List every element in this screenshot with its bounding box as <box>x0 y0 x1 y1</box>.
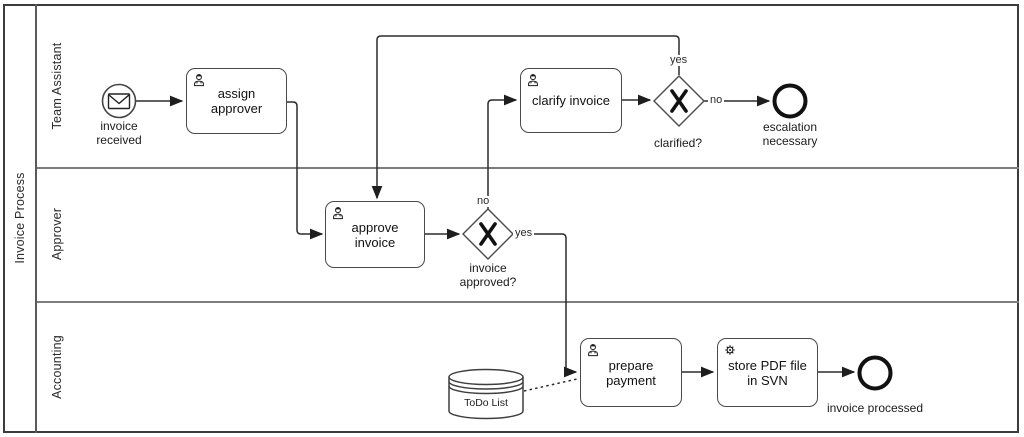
end-escalation-label: escalation necessary <box>762 120 818 148</box>
user-icon <box>588 344 598 357</box>
user-icon <box>333 207 343 220</box>
data-store-todo-list[interactable] <box>448 368 524 420</box>
flow-assign-to-approve <box>287 101 324 240</box>
task-assign-approver[interactable]: assign approver <box>186 68 287 134</box>
lane-divider-1 <box>37 167 1019 169</box>
edge-label-no-approved: no <box>475 195 492 207</box>
gateway-approved-label: invoice approved? <box>459 261 517 289</box>
start-event-label: invoice received <box>96 119 142 147</box>
task-label: store PDF file in SVN <box>728 357 807 388</box>
user-icon <box>194 74 204 87</box>
envelope-message-icon <box>107 93 131 110</box>
task-approve-invoice[interactable]: approve invoice <box>325 201 425 268</box>
flow-clarified-yes-to-approve <box>371 35 680 200</box>
task-store-pdf-svn[interactable]: store PDF file in SVN <box>717 338 818 407</box>
gateway-clarified[interactable] <box>653 75 705 127</box>
user-icon <box>528 74 538 87</box>
task-label: approve invoice <box>351 219 399 250</box>
task-clarify-invoice[interactable]: clarify invoice <box>520 68 622 133</box>
end-processed-label: invoice processed <box>826 401 924 415</box>
gear-icon <box>725 345 735 355</box>
end-event-processed[interactable] <box>857 355 893 391</box>
gateway-invoice-approved[interactable] <box>462 208 514 260</box>
database-cylinder-icon <box>448 368 524 420</box>
flow-approved-no-to-clarify <box>487 94 518 209</box>
pool-title-divider <box>35 4 37 433</box>
edge-label-yes-clarified: yes <box>668 54 690 66</box>
task-label: assign approver <box>210 86 263 116</box>
task-prepare-payment[interactable]: prepare payment <box>580 338 682 407</box>
data-store-label: ToDo List <box>464 397 508 409</box>
x-exclusive-icon <box>479 222 497 246</box>
task-label: clarify invoice <box>531 93 611 108</box>
data-association-todo-to-prepare <box>523 378 578 392</box>
edge-label-yes-approved: yes <box>513 227 535 239</box>
end-event-escalation[interactable] <box>772 83 808 119</box>
start-event-invoice-received[interactable] <box>101 83 137 119</box>
pool-invoice-process[interactable] <box>3 4 1019 433</box>
edge-label-no-clarified: no <box>708 94 725 106</box>
task-label: prepare payment <box>606 357 656 388</box>
x-exclusive-icon <box>670 89 688 113</box>
gateway-clarified-label: clarified? <box>653 136 703 150</box>
lane-divider-2 <box>37 301 1019 303</box>
flow-approved-yes-to-prepare <box>513 233 578 378</box>
